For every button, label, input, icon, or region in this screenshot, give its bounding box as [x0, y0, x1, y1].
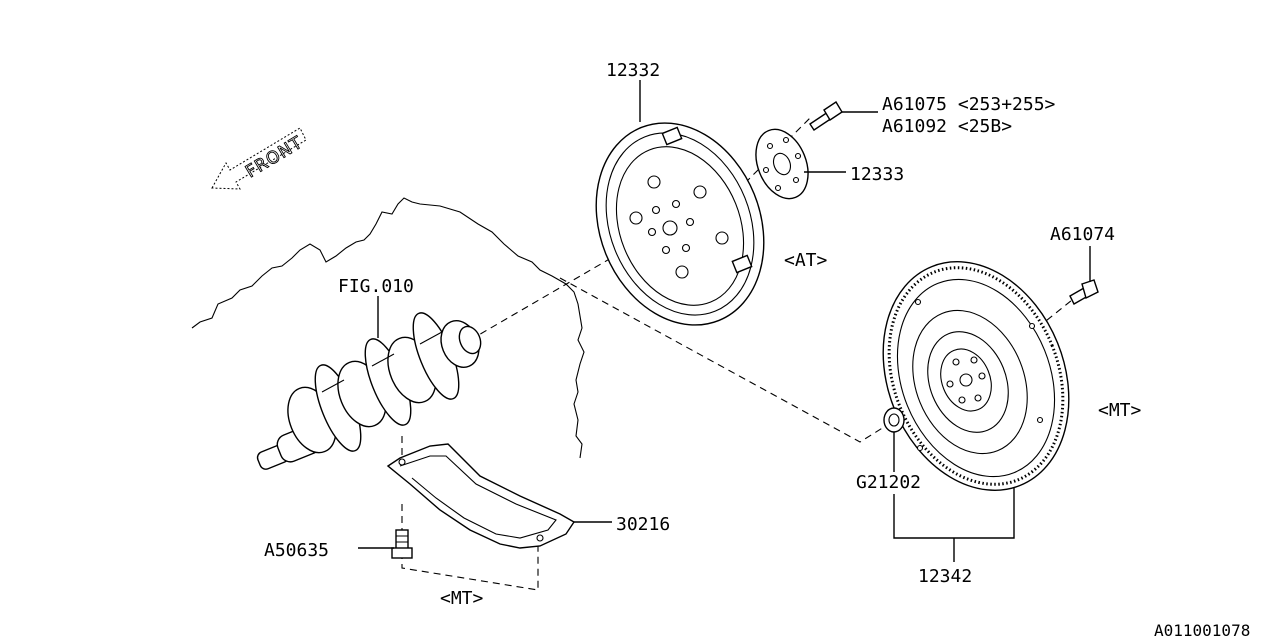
- label-flex-plate: 12332: [606, 60, 660, 81]
- bolt-a61074-icon: [1069, 279, 1099, 305]
- label-pilot-bearing: G21202: [856, 472, 921, 493]
- alignment-line-bearing: [559, 277, 893, 443]
- pilot-bearing-g21202: [883, 407, 905, 433]
- flex-plate-12332: [595, 122, 765, 326]
- label-bolt-a61075: A61075 <253+255>: [882, 94, 1056, 115]
- label-mt-note-flywheel: <MT>: [1098, 400, 1142, 421]
- front-arrow-icon: FRONT: [211, 127, 307, 190]
- alignment-line-plate-to-bolt: [727, 115, 813, 201]
- diagram-code: A011001078: [1154, 621, 1250, 640]
- label-reinforcement-plate: 12333: [850, 164, 904, 185]
- flywheel-12342: [882, 261, 1070, 491]
- engine-block-outline: [191, 197, 585, 459]
- reinforcement-plate-12333: [755, 128, 809, 200]
- label-plate-30216: 30216: [616, 514, 670, 535]
- label-crankshaft-ref: FIG.010: [338, 276, 414, 297]
- label-at-note: <AT>: [784, 250, 828, 271]
- label-bolt-a61092: A61092 <25B>: [882, 116, 1012, 137]
- bolt-a50635-icon: [391, 529, 413, 559]
- label-bolt-a61074: A61074: [1050, 224, 1115, 245]
- label-mt-note-bottom: <MT>: [440, 588, 484, 609]
- crankshaft: [256, 312, 482, 470]
- alignment-line-bottom: [401, 504, 539, 591]
- plate-30216: [386, 443, 575, 549]
- bolt-a61075-icon: [809, 101, 843, 131]
- leader-12342: [893, 488, 1015, 562]
- label-flywheel-assy: 12342: [918, 566, 972, 587]
- label-bolt-a50635: A50635: [264, 540, 329, 561]
